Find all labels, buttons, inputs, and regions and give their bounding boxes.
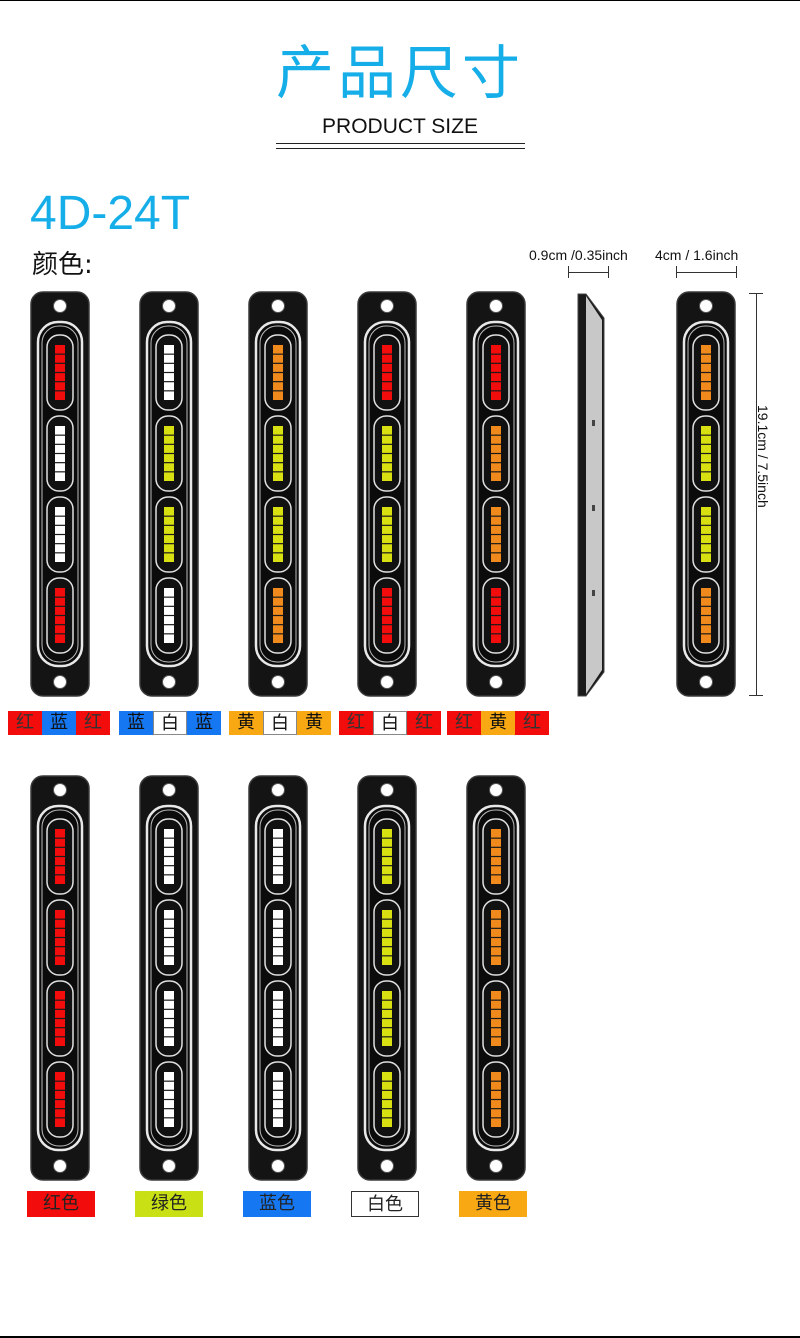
light-bar-r1-5-mount-hole-bottom [489, 675, 503, 689]
light-bar-dimension-lens-inner [687, 325, 725, 663]
chip-1-3: 红 [76, 711, 110, 735]
light-bar-r2-3-lens-inner [259, 809, 297, 1147]
side-profile-notch-3 [592, 590, 595, 596]
title-divider-second [276, 148, 525, 149]
page-subtitle: PRODUCT SIZE [322, 115, 478, 138]
light-bar-r2-5-lens-inner [477, 809, 515, 1147]
light-bar-r1-3-lens-ring [254, 320, 302, 668]
side-profile-edge [586, 296, 602, 694]
light-bar-r1-5-mount-hole-top [489, 299, 503, 313]
thickness-line [568, 272, 609, 273]
chip-2-1: 蓝 [119, 711, 153, 735]
length-tick-bottom [749, 695, 763, 696]
light-bar-r2-2-mount-hole-top [162, 783, 176, 797]
color-tag-blue: 蓝色 [243, 1191, 311, 1217]
light-bar-dimension-mount-hole-bottom [699, 675, 713, 689]
light-bar-r1-1-mount-hole-bottom [53, 675, 67, 689]
thickness-tick-left [568, 266, 569, 278]
light-bar-r1-2-mount-hole-bottom [162, 675, 176, 689]
light-bar-r1-4-lens-inner [368, 325, 406, 663]
light-bar-r1-2-lens-ring [145, 320, 193, 668]
light-bar-r2-5-mount-hole-top [489, 783, 503, 797]
title-divider [276, 143, 525, 144]
chip-2-3: 蓝 [187, 711, 221, 735]
light-bar-r2-3-mount-hole-top [271, 783, 285, 797]
chip-row-1: 红 蓝 红 [8, 711, 110, 735]
light-bar-r2-5-lens-ring [472, 804, 520, 1152]
light-bar-r1-3-mount-hole-bottom [271, 675, 285, 689]
chip-2-2: 白 [153, 711, 187, 735]
light-bar-r2-4-lens-inner [368, 809, 406, 1147]
light-bar-dimension-mount-hole-top [699, 299, 713, 313]
model-number: 4D-24T [30, 187, 191, 240]
chip-5-1: 红 [447, 711, 481, 735]
chip-3-1: 黄 [229, 711, 263, 735]
light-bar-r1-5-lens-inner [477, 325, 515, 663]
chip-row-3: 黄 白 黄 [229, 711, 331, 735]
chip-4-3: 红 [407, 711, 441, 735]
chip-3-3: 黄 [297, 711, 331, 735]
color-tag-white: 白色 [351, 1191, 419, 1217]
light-bar-r1-4-mount-hole-bottom [380, 675, 394, 689]
bottom-border [0, 1336, 800, 1338]
light-bar-r2-1-mount-hole-top [53, 783, 67, 797]
light-bar-r1-1-lens-ring [36, 320, 84, 668]
length-line [756, 293, 757, 695]
chip-1-2: 蓝 [42, 711, 76, 735]
light-bar-r2-2-lens-inner [150, 809, 188, 1147]
light-bar-dimension-lens-ring [682, 320, 730, 668]
color-label: 颜色: [32, 250, 93, 280]
width-tick-right [736, 266, 737, 278]
light-bar-r1-5-lens-ring [472, 320, 520, 668]
color-tag-yellow: 黄色 [459, 1191, 527, 1217]
light-bar-r1-2-lens-inner [150, 325, 188, 663]
light-bar-r2-4-mount-hole-bottom [380, 1159, 394, 1173]
light-bar-r2-4-mount-hole-top [380, 783, 394, 797]
chip-3-2: 白 [263, 711, 297, 735]
side-profile-notch-1 [592, 420, 595, 426]
thickness-label: 0.9cm /0.35inch [529, 247, 628, 263]
light-bar-r2-4-lens-ring [363, 804, 411, 1152]
chip-5-3: 红 [515, 711, 549, 735]
light-bar-r2-1-lens-ring [36, 804, 84, 1152]
light-bar-r2-1-mount-hole-bottom [53, 1159, 67, 1173]
light-bar-r1-2-mount-hole-top [162, 299, 176, 313]
light-bar-r1-1-mount-hole-top [53, 299, 67, 313]
light-bar-r1-3-lens-inner [259, 325, 297, 663]
color-tag-green: 绿色 [135, 1191, 203, 1217]
length-tick-top [749, 293, 763, 294]
light-bar-r1-3-mount-hole-top [271, 299, 285, 313]
light-bar-r2-1-lens-inner [41, 809, 79, 1147]
width-label: 4cm / 1.6inch [655, 247, 739, 263]
light-bar-r2-5-mount-hole-bottom [489, 1159, 503, 1173]
chip-4-2: 白 [373, 711, 407, 735]
chip-4-1: 红 [339, 711, 373, 735]
chip-1-1: 红 [8, 711, 42, 735]
light-bar-r2-2-lens-ring [145, 804, 193, 1152]
light-bar-r2-3-lens-ring [254, 804, 302, 1152]
chip-row-4: 红 白 红 [339, 711, 441, 735]
page-title: 产品尺寸 [275, 39, 524, 107]
thickness-tick-right [608, 266, 609, 278]
chip-row-5: 红 黄 红 [447, 711, 549, 735]
width-tick-left [676, 266, 677, 278]
width-line [676, 272, 736, 273]
side-profile-notch-2 [592, 505, 595, 511]
light-bar-r1-4-lens-ring [363, 320, 411, 668]
color-tag-red: 红色 [27, 1191, 95, 1217]
light-bar-r2-3-mount-hole-bottom [271, 1159, 285, 1173]
light-bar-r1-4-mount-hole-top [380, 299, 394, 313]
top-border [0, 0, 800, 1]
chip-row-2: 蓝 白 蓝 [119, 711, 221, 735]
light-bar-r1-1-lens-inner [41, 325, 79, 663]
light-bar-r2-2-mount-hole-bottom [162, 1159, 176, 1173]
chip-5-2: 黄 [481, 711, 515, 735]
